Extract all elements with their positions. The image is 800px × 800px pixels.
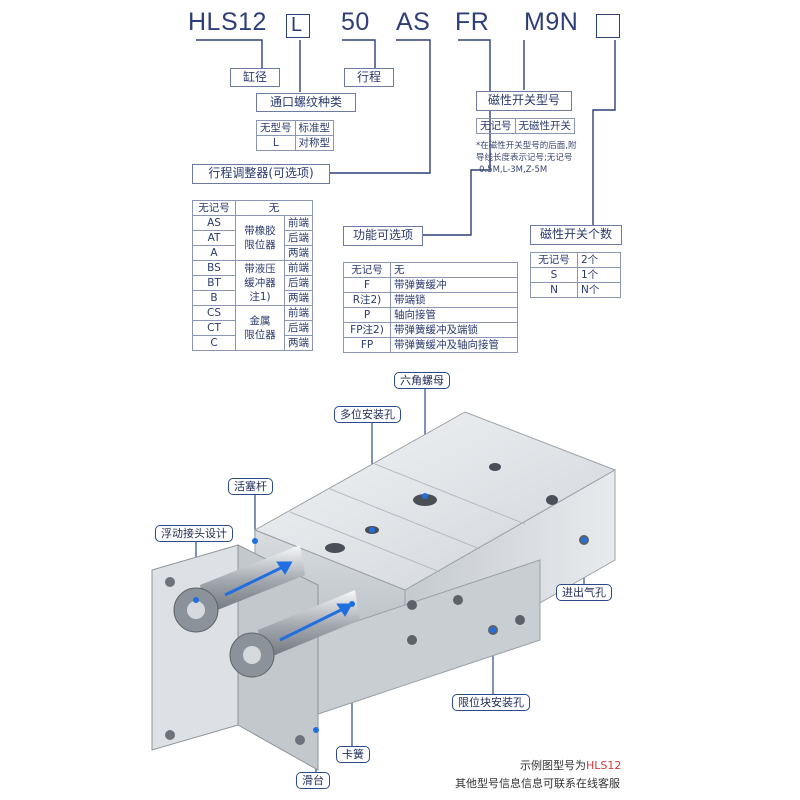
table-row: BT 后端	[192, 275, 313, 291]
callout-limit-hole: 限位块安装孔	[452, 694, 530, 711]
bolt	[165, 730, 175, 740]
table-row: 无记号 无磁性开关	[476, 118, 575, 134]
table-cell: 前端	[284, 260, 313, 276]
table-cell: 带弹簧缓冲及轴向接管	[390, 337, 518, 353]
switch-model-table: 无记号 无磁性开关	[476, 118, 575, 134]
table-cell: 无型号	[256, 120, 296, 136]
note-line: *在磁性开关型号的后面,附	[476, 141, 577, 151]
bolt	[295, 735, 305, 745]
hole	[407, 600, 417, 610]
thread-label: 通口螺纹种类	[256, 93, 356, 112]
table-cell: FP注2)	[343, 322, 391, 338]
table-cell: N个	[577, 282, 621, 298]
table-cell: CS	[192, 305, 236, 321]
table-row: C 两端	[192, 335, 313, 351]
port-code: L	[291, 14, 303, 36]
table-row: FP注2)带弹簧缓冲及端锁	[343, 322, 518, 338]
table-cell: C	[192, 335, 236, 351]
stroke-label: 行程	[344, 68, 394, 87]
note-line: -0.5M,L-3M,Z-5M	[476, 165, 548, 175]
callout-multi-hole: 多位安装孔	[334, 406, 401, 423]
switch-model-label: 磁性开关型号	[476, 91, 572, 111]
table-cell: 后端	[284, 320, 313, 336]
bore-label: 缸径	[230, 68, 280, 87]
table-row: 无记号无	[343, 262, 518, 278]
bolt	[165, 577, 175, 587]
table-cell: 后端	[284, 230, 313, 246]
table-row: CS 金属限位器 前端	[192, 305, 313, 351]
table-cell: 对称型	[294, 135, 334, 151]
table-row: CT 后端	[192, 320, 313, 336]
port-code-box: L	[286, 14, 310, 38]
hole	[413, 494, 437, 506]
stroke-code: 50	[341, 8, 370, 36]
table-cell: 1个	[577, 267, 621, 283]
adjuster-label: 行程调整器(可选项)	[192, 164, 330, 184]
table-cell: BT	[192, 275, 236, 291]
callout-clip-spring: 卡簧	[336, 746, 370, 763]
floating-joint-center	[187, 601, 205, 619]
footer-line-1: 示例图型号为HLS12	[520, 757, 621, 773]
table-cell: 无记号	[192, 200, 236, 216]
model-code: HLS12	[188, 8, 267, 36]
table-cell: 无磁性开关	[514, 118, 575, 134]
hole	[453, 595, 463, 605]
callout-slide-table: 滑台	[296, 772, 330, 789]
table-cell: 带橡胶限位器	[235, 215, 285, 261]
table-cell: 两端	[284, 335, 313, 351]
adjuster-table: 无记号 无 AS 带橡胶限位器 前端 AT 后端 A 两端 BS 带液压缓冲器注…	[192, 200, 313, 351]
footer-prefix: 示例图型号为	[520, 759, 586, 772]
function-label: 功能可选项	[343, 226, 423, 246]
table-cell: R注2)	[343, 292, 391, 308]
table-row: AS 带橡胶限位器 前端	[192, 215, 313, 261]
floating-joint-center	[243, 646, 261, 664]
hole	[546, 495, 558, 505]
table-row: A 两端	[192, 245, 313, 261]
thread-table: 无型号 标准型 L 对称型	[256, 120, 334, 151]
table-cell: 无记号	[530, 252, 578, 268]
callout-air-port: 进出气孔	[556, 584, 612, 601]
footer-model: HLS12	[586, 759, 622, 772]
adjuster-code: AS	[396, 8, 431, 36]
function-code: FR	[455, 8, 490, 36]
table-cell: FP	[343, 337, 391, 353]
callout-floating-joint: 浮动接头设计	[155, 525, 233, 542]
hole	[515, 615, 525, 625]
table-cell: 2个	[577, 252, 621, 268]
footer-line-2: 其他型号信息信息可联系在线客服	[455, 777, 620, 790]
note-line: 导线长度表示记号;无记号	[476, 153, 573, 163]
table-row: L 对称型	[256, 135, 334, 151]
callout-hex-nut: 六角螺母	[394, 372, 450, 389]
table-cell: 前端	[284, 305, 313, 321]
callout-piston-rod: 活塞杆	[228, 478, 273, 495]
switch-code: M9N	[524, 8, 579, 36]
hole	[489, 463, 501, 471]
table-cell: 两端	[284, 290, 313, 306]
switch-note: *在磁性开关型号的后面,附 导线长度表示记号;无记号 -0.5M,L-3M,Z-…	[476, 140, 576, 176]
table-cell: 金属限位器	[235, 305, 285, 351]
switch-count-code-box	[596, 14, 620, 38]
switch-count-label: 磁性开关个数	[530, 225, 622, 245]
hole	[325, 543, 345, 553]
table-row: 无记号 无	[192, 200, 313, 216]
hole	[407, 635, 417, 645]
